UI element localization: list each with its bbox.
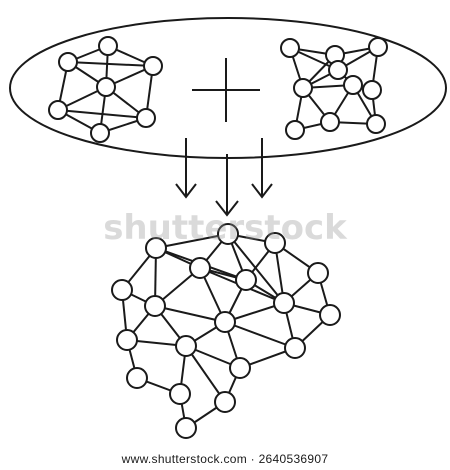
brain-network-node	[126, 367, 148, 389]
brain-network-node	[144, 295, 166, 317]
right-network-node	[293, 78, 313, 98]
left-network-node	[48, 100, 68, 120]
left-network-node	[90, 123, 110, 143]
right-network-node	[320, 112, 340, 132]
left-network-edge	[57, 109, 147, 119]
brain-network-edge	[155, 233, 229, 249]
plus-sign-icon	[192, 58, 260, 122]
left-network-icon	[48, 36, 163, 143]
right-network-icon	[280, 37, 388, 140]
brain-network-node	[273, 292, 295, 314]
right-network-node	[285, 120, 305, 140]
left-network-node	[58, 52, 78, 72]
brain-network-node	[189, 257, 211, 279]
brain-network-node	[175, 417, 197, 439]
brain-network-icon	[111, 223, 341, 439]
left-network-node	[98, 36, 118, 56]
brain-network-edge	[224, 321, 296, 349]
down-arrows-icon	[175, 138, 273, 217]
brain-network-node	[217, 223, 239, 245]
right-network-node	[328, 60, 348, 80]
brain-network-node	[116, 329, 138, 351]
left-network-edge	[67, 61, 154, 67]
right-network-node	[362, 80, 382, 100]
right-network-node	[368, 37, 388, 57]
brain-network-node	[307, 262, 329, 284]
right-network-node	[280, 38, 300, 58]
brain-network-node	[229, 357, 251, 379]
stock-id-caption: www.shutterstock.com · 2640536907	[121, 452, 329, 466]
left-network-node	[96, 77, 116, 97]
brain-network-node	[175, 335, 197, 357]
brain-network-node	[145, 237, 167, 259]
brain-network-node	[214, 391, 236, 413]
brain-network-node	[264, 232, 286, 254]
brain-network-edge	[185, 345, 226, 403]
right-network-node	[343, 75, 363, 95]
brain-network-node	[169, 383, 191, 405]
brain-network-node	[111, 279, 133, 301]
brain-network-node	[235, 269, 257, 291]
brain-network-edge	[154, 305, 226, 323]
brain-network-node	[319, 304, 341, 326]
left-network-node	[136, 108, 156, 128]
brain-network-edge	[227, 233, 285, 304]
brain-network-node	[284, 337, 306, 359]
right-network-node	[366, 114, 386, 134]
left-network-node	[143, 56, 163, 76]
brain-network-node	[214, 311, 236, 333]
